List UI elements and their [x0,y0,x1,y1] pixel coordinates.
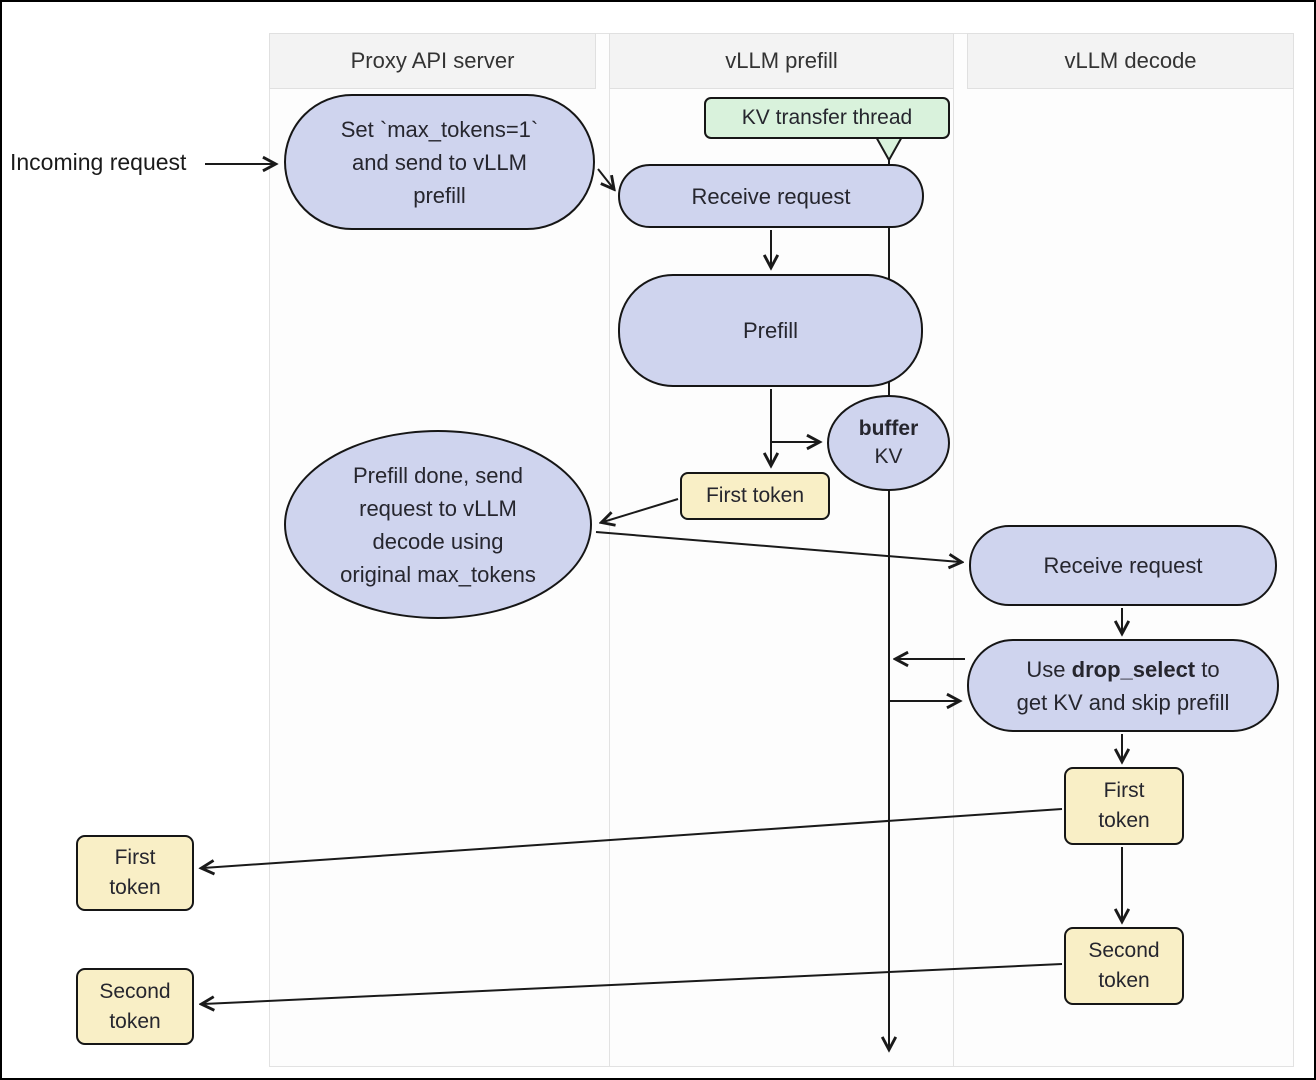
node-text-line: prefill [413,182,466,208]
node-text-line: Prefill [742,318,798,343]
first-token-decode-node: First token [1064,767,1184,845]
node-text-line: original max_tokens [340,561,536,587]
lane-header-proxy-api-server: Proxy API server [269,33,596,89]
arrow-second-token-to-output [203,963,1063,1004]
node-text-line: Use drop_select to [1026,653,1219,686]
first-token-prefill-node: First token [680,472,830,520]
receive-request-decode-node: Receive request [969,525,1277,606]
node-text-line: Receive request [691,183,851,209]
receive-request-prefill-node: Receive request [618,164,924,228]
kv-transfer-thread-label: KV transfer thread [741,106,913,129]
node-text-part: to [1195,656,1220,682]
node-text-line: and send to vLLM [352,149,527,175]
first-token-output-node: First token [76,835,194,911]
incoming-request-label: Incoming request [10,149,187,175]
lane-header-label: vLLM decode [1064,48,1197,73]
node-text-line: Prefill done, send [353,462,523,488]
node-text-line: KV [874,445,903,468]
lane-separator [609,33,610,1067]
arrow-first-token-to-output [203,808,1063,868]
arrow-prefill-done-to-receive-decode [595,531,960,562]
second-token-output-node: Second token [76,968,194,1045]
arrow-set-to-receive-prefill [597,168,613,188]
node-text-line: token [109,876,161,899]
prefill-done-node: Prefill done, send request to vLLM decod… [284,430,592,619]
node-text-line: buffer [858,417,919,440]
node-text-line: Set `max_tokens=1` [340,116,539,142]
node-text-line: request to vLLM [359,495,517,521]
node-text-part: Use [1026,656,1072,682]
node-text-line: First [114,846,156,869]
lane-header-label: Proxy API server [350,48,515,73]
node-text-line: get KV and skip prefill [1016,689,1230,715]
node-text-line: Receive request [1043,553,1203,578]
node-text-line: decode using [372,528,504,554]
lane-header-label: vLLM prefill [725,48,838,73]
node-text-line: token [1098,809,1150,832]
node-text-line: First token [705,484,805,507]
second-token-decode-node: Second token [1064,927,1184,1005]
drop-select-node: Use drop_select to get KV and skip prefi… [967,639,1279,732]
node-text-line: Second [99,979,171,1003]
node-text-line: token [109,1009,161,1033]
node-text-line: First [1103,779,1145,802]
buffer-kv-node: buffer KV [827,395,950,491]
node-text-line: Second [1088,939,1160,962]
lane-separator [953,33,954,1067]
lane-header-vllm-prefill: vLLM prefill [609,33,954,89]
lane-header-vllm-decode: vLLM decode [967,33,1294,89]
prefill-node: Prefill [618,274,923,387]
arrow-first-token-to-prefill-done [603,498,679,522]
kv-transfer-thread-callout: KV transfer thread [704,97,950,139]
set-max-tokens-node: Set `max_tokens=1` and send to vLLM pref… [284,94,595,230]
node-text-line: token [1098,969,1150,992]
drop-select-keyword: drop_select [1071,656,1196,682]
